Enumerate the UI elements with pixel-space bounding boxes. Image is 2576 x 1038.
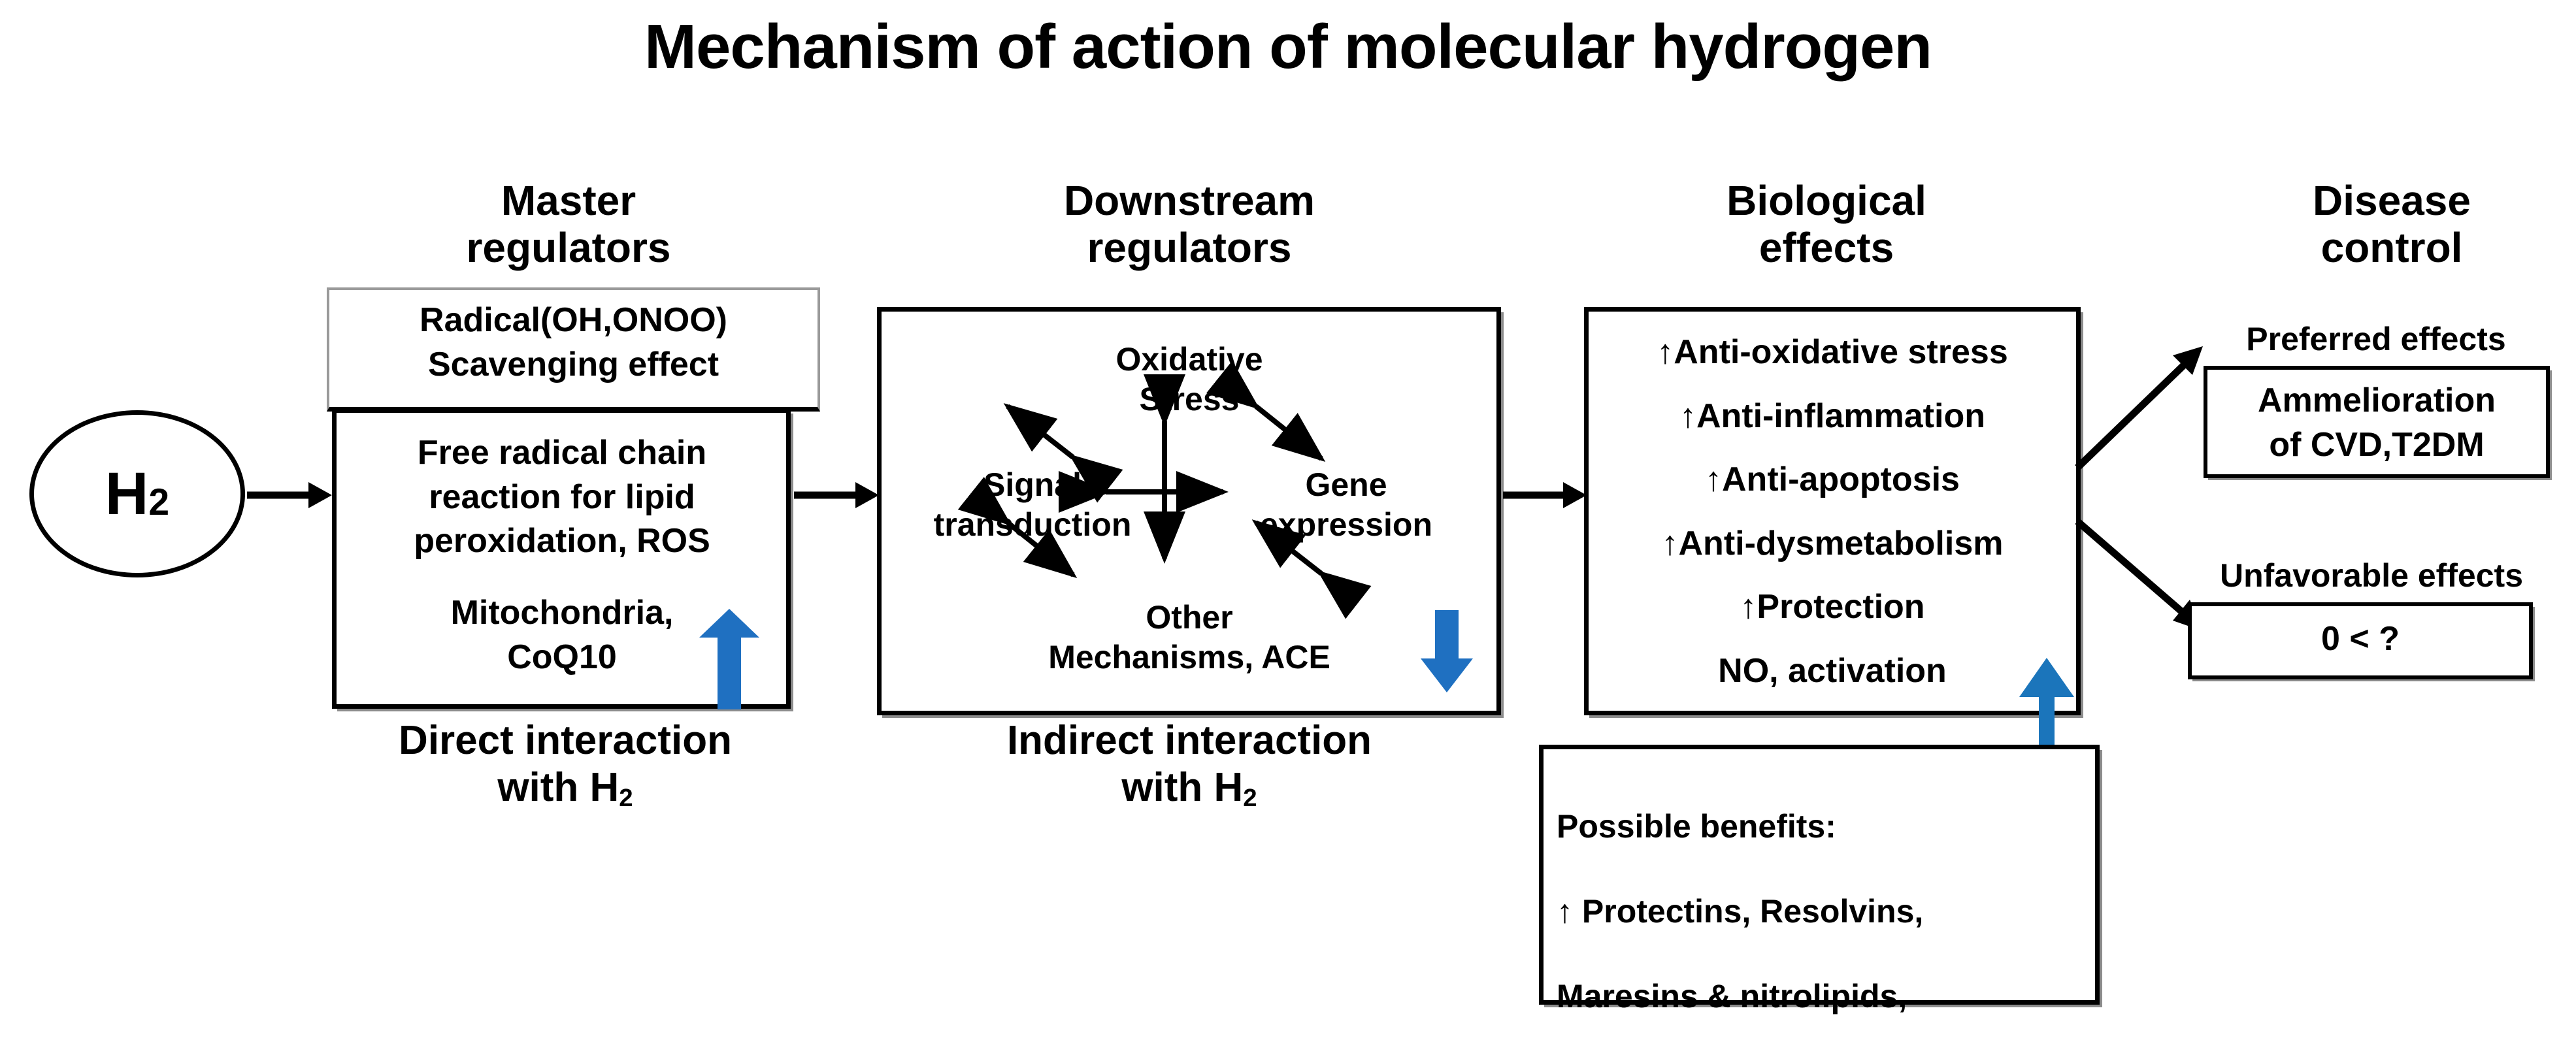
possible-benefits-box [1539, 745, 2100, 1005]
oxidative-stress-node: Oxidative Stress [1115, 341, 1263, 417]
caption-indirect-line1: Indirect interaction [1006, 718, 1372, 763]
benefit-line: Possible benefits: [1557, 808, 1836, 845]
h2-subscript: 2 [148, 481, 170, 523]
h2-node-ellipse [29, 410, 245, 577]
free-radical-box [332, 408, 791, 709]
arrow-biological-to-preferred [2075, 346, 2203, 470]
free-radical-box-text-bottom: Mitochondria, CoQ10 [450, 594, 674, 676]
radical-scavenging-box-text: Radical(OH,ONOO) Scavenging effect [420, 301, 727, 383]
effect-item: ↑Anti-inflammation [1679, 397, 1985, 435]
signal-transduction-node: Signal transduction [933, 466, 1132, 543]
possible-benefits-text: Possible benefits: ↑ Protectins, Resolvi… [1557, 763, 2099, 1038]
gene-expression-node: Gene expression [1259, 466, 1432, 543]
effect-item: ↑Anti-dysmetabolism [1661, 524, 2004, 562]
benefit-line: ↑ Protectins, Resolvins, [1557, 893, 1924, 930]
preferred-effects-box-text: Ammelioration of CVD,T2DM [2257, 381, 2496, 464]
radical-scavenging-box [327, 287, 820, 412]
blue-up-arrow-master [699, 609, 759, 709]
effect-item: ↑Anti-apoptosis [1705, 461, 1960, 499]
biological-effects-list: ↑Anti-oxidative stress ↑Anti-inflammatio… [1584, 327, 2081, 694]
arrow-h2-to-master [247, 482, 332, 508]
effect-item: ↑Anti-oxidative stress [1657, 333, 2008, 371]
preferred-effects-label: Preferred effects [2246, 321, 2506, 357]
unfavorable-effects-box-text: 0 < ? [2321, 620, 2400, 658]
benefit-line: Maresins & nitrolipids, [1557, 978, 1907, 1014]
effect-item: ↑Protection [1740, 588, 1925, 626]
caption-indirect-interaction: Indirect interaction with H2 [863, 717, 1516, 813]
column-header-master-regulators: Master regulators [466, 177, 671, 271]
arrow-master-to-downstream [794, 482, 879, 508]
downstream-inner-arrow-network [957, 361, 1372, 619]
column-header-disease-control: Disease control [2313, 177, 2471, 271]
effect-item: NO, activation [1718, 651, 1947, 690]
preferred-effects-box [2204, 366, 2550, 478]
other-mechanisms-node: Other Mechanisms, ACE [1048, 599, 1330, 675]
unfavorable-effects-label: Unfavorable effects [2219, 557, 2524, 594]
column-header-biological-effects: Biological effects [1726, 177, 1926, 271]
free-radical-box-text-top: Free radical chain reaction for lipid pe… [414, 434, 710, 560]
blue-down-arrow-downstream [1421, 610, 1473, 692]
h2-letter: H [105, 460, 149, 527]
caption-indirect-line2: with H2 [1121, 764, 1257, 813]
page-title: Mechanism of action of molecular hydroge… [644, 12, 1932, 82]
biological-effects-box [1584, 307, 2081, 715]
unfavorable-effects-box [2188, 602, 2533, 679]
column-header-downstream-regulators: Downstream regulators [1063, 177, 1315, 271]
caption-direct-interaction: Direct interaction with H2 [307, 717, 823, 813]
caption-direct-line1: Direct interaction [399, 718, 732, 763]
caption-direct-line2: with H2 [497, 764, 633, 813]
arrow-downstream-to-biological [1503, 482, 1587, 508]
